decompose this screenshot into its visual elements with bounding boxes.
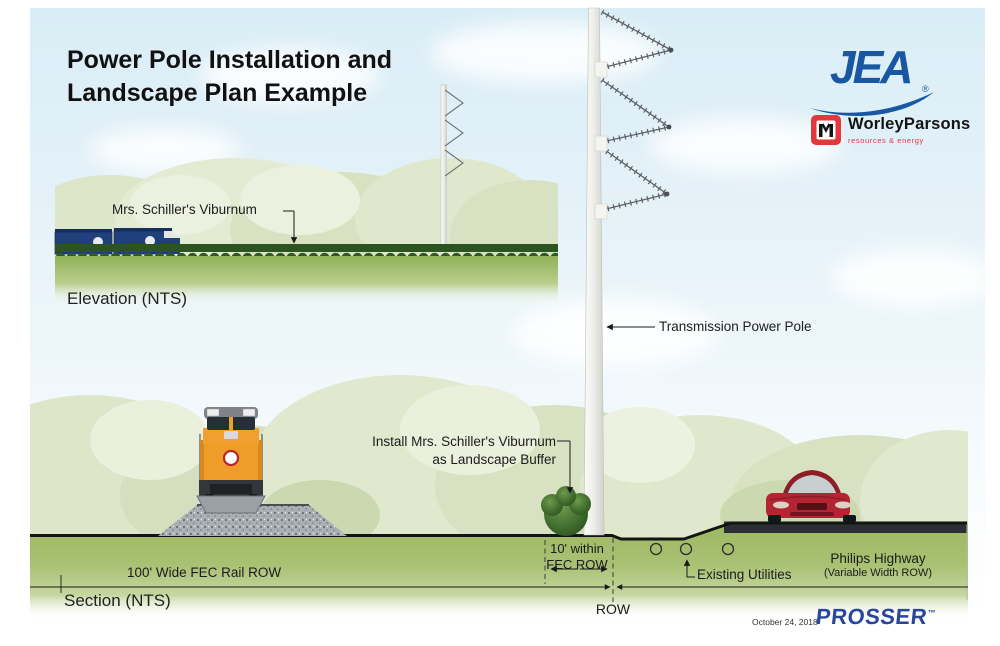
within-dim-line-1: 10' within (550, 541, 604, 556)
transmission-pole-icon (583, 7, 674, 536)
section-view (30, 7, 968, 618)
prosser-logo: PROSSER™ (815, 604, 937, 630)
ground-line (30, 521, 967, 541)
utility-markers (649, 542, 735, 556)
cloud (830, 248, 1000, 308)
rail-row-label: 100' Wide FEC Rail ROW (127, 565, 282, 580)
cloud (200, 48, 380, 103)
worleyparsons-text: WorleyParsons resources & energy (848, 115, 970, 145)
jea-registered-mark: ® (922, 84, 929, 94)
elevation-grass (55, 256, 558, 306)
worleyparsons-name: WorleyParsons (848, 115, 971, 133)
elevation-caption: Elevation (NTS) (67, 289, 187, 308)
install-label-line-2: as Landscape Buffer (432, 452, 556, 468)
worleyparsons-tagline: resources & energy (848, 136, 924, 145)
row-label: ROW (595, 601, 631, 617)
jea-swoosh-icon (810, 92, 934, 116)
section-caption: Section (NTS) (64, 591, 171, 610)
utilities-leader-arrow (683, 559, 695, 578)
jea-logo: JEA ® (806, 40, 956, 116)
row-dimension-line (30, 575, 968, 593)
existing-utilities-label: Existing Utilities (697, 567, 792, 582)
viburnum-label: Mrs. Schiller's Viburnum (112, 202, 257, 217)
cloud (510, 298, 720, 368)
philips-highway-label: Philips Highway (Variable Width ROW) (813, 551, 943, 579)
prosser-logo-text: PROSSER (814, 604, 929, 629)
jea-logo-text: JEA (830, 41, 914, 93)
elevation-view (54, 84, 558, 306)
within-fec-row-dimension-label: 10' within FEC ROW (540, 541, 614, 572)
elevation-trees (55, 158, 558, 262)
title-line-1: Power Pole Installation and (67, 46, 393, 74)
prosser-trademark: ™ (927, 608, 937, 618)
transmission-pole-label: Transmission Power Pole (659, 319, 812, 334)
highway-label-line-1: Philips Highway (830, 551, 926, 566)
install-label-line-1: Install Mrs. Schiller's Viburnum (372, 434, 556, 449)
highway-label-line-2: (Variable Width ROW) (824, 566, 932, 579)
page-title: Power Pole Installation and Landscape Pl… (67, 44, 392, 110)
highway-road (724, 521, 967, 533)
leader-arrows (557, 323, 695, 578)
worleyparsons-logo: WorleyParsons resources & energy (811, 115, 970, 145)
within-dim-line-2: FEC ROW (546, 556, 608, 572)
install-viburnum-label: Install Mrs. Schiller's Viburnum as Land… (356, 433, 556, 469)
date-label: October 24, 2018 (752, 617, 818, 627)
car-icon (766, 470, 856, 522)
cloud (430, 23, 660, 83)
elevation-pole-icon (440, 84, 464, 258)
viburnum-leader-arrow (283, 210, 298, 244)
row-boundary-lines (544, 538, 614, 602)
worleyparsons-logo-icon (811, 115, 841, 145)
title-line-2: Landscape Plan Example (67, 79, 368, 107)
cloud (650, 118, 840, 173)
train-front-icon (196, 407, 266, 514)
